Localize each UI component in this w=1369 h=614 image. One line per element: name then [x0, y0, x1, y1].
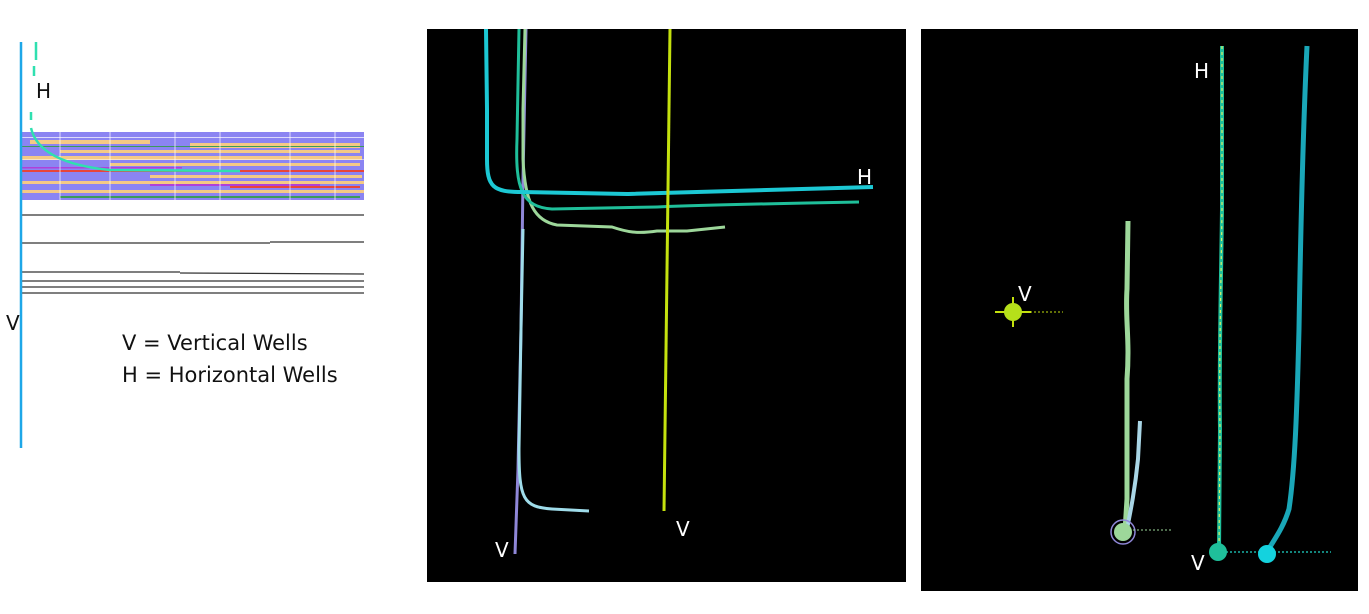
- well-3d-top-view: H V V: [921, 29, 1358, 591]
- horizontal-well-trajectory-dots: [1218, 46, 1223, 552]
- horizontal-well-cyan: [484, 29, 874, 197]
- side-view-svg: [484, 29, 874, 555]
- well-light-green-top: [1122, 220, 1131, 532]
- horizontal-well-teal-green: [515, 29, 860, 211]
- horizontal-well-label: H: [36, 79, 52, 103]
- legend-vertical-wells: V = Vertical Wells: [122, 331, 308, 355]
- horizontal-well-line: [29, 42, 241, 173]
- layer-gridlines: [59, 132, 336, 200]
- vertical-well-label: V: [6, 311, 20, 335]
- vertical-well-yellow-green: [662, 29, 672, 512]
- cross-section-svg: [19, 42, 365, 448]
- well-light-green: [521, 29, 726, 234]
- top-view-label-v-bottom: V: [1191, 551, 1205, 575]
- side-view-label-v-right: V: [676, 517, 690, 541]
- well-3d-side-view: H V V: [427, 29, 906, 582]
- legend-horizontal-wells: H = Horizontal Wells: [122, 363, 338, 387]
- well-bottom-marker-green: [1110, 519, 1171, 545]
- top-view-svg: [995, 45, 1331, 563]
- cross-section-panel: H V V = Vertical Wells H = Horizontal We…: [0, 0, 380, 614]
- well-pale-blue-top: [1125, 420, 1142, 530]
- side-view-label-v-left: V: [495, 538, 509, 562]
- horizontal-well-cyan-top: [1264, 45, 1310, 554]
- side-view-label-h: H: [857, 165, 873, 189]
- vertical-well-marker-yellow: [995, 297, 1063, 327]
- well-bottom-markers-cyan: [1209, 543, 1331, 563]
- well-pale-blue: [517, 228, 590, 513]
- top-view-label-v-mid: V: [1018, 282, 1032, 306]
- horizon-lines: [22, 214, 365, 294]
- reservoir-layers: [22, 132, 364, 200]
- top-view-label-h: H: [1194, 59, 1210, 83]
